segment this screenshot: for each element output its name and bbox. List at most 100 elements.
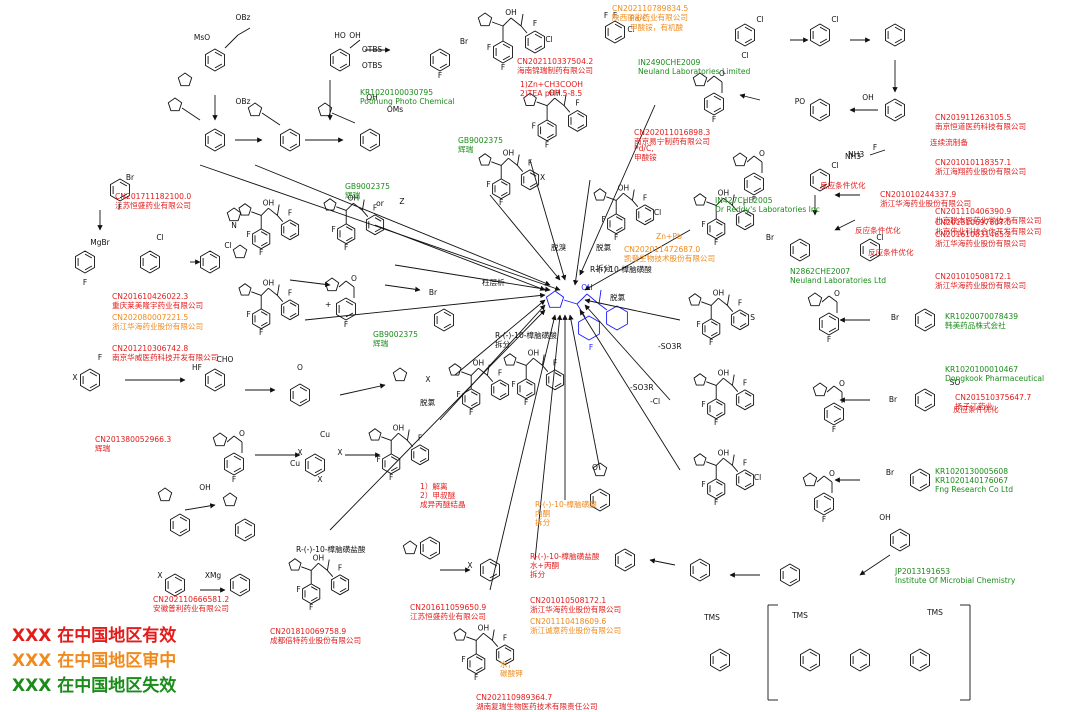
reaction-arrow xyxy=(579,309,681,471)
benzene-ring xyxy=(110,178,130,202)
bond xyxy=(406,429,410,441)
atom-label: F xyxy=(533,19,537,28)
triazole-ring xyxy=(238,203,252,216)
bond xyxy=(336,206,347,211)
bond xyxy=(541,354,545,366)
patent-p7-line: CN201911263105.5 xyxy=(935,113,1012,122)
bond xyxy=(233,435,243,443)
arrow-label-jiexi-line: 成异丙醚结晶 xyxy=(420,500,466,509)
benzene-ring xyxy=(790,238,810,262)
bond xyxy=(276,204,280,216)
atom-label: F xyxy=(98,353,102,362)
atom-label: OH xyxy=(862,93,874,102)
patent-p34-line: 湖南复瑞生物医药技术有限责任公司 xyxy=(476,702,598,711)
difluorophenyl-ring xyxy=(814,492,834,516)
arrow-label-camphor-salt: R-(-)-10-樟脑磺盐酸 xyxy=(296,545,366,554)
bond xyxy=(727,305,734,312)
reaction-arrow xyxy=(584,298,681,321)
atom-label: F xyxy=(712,115,716,124)
bond xyxy=(715,377,724,386)
benzene-ring xyxy=(800,648,820,672)
patent-p33-line: JP2013191653 xyxy=(895,567,951,576)
atom-label: O xyxy=(592,463,598,472)
arrow-label-camphor-red: R-(-)-10-樟脑磺盐酸水+丙酮拆分 xyxy=(530,552,600,579)
patent-p2-line: CN202110337504.2 xyxy=(517,57,594,66)
bond xyxy=(251,211,262,216)
legend-invalid: XXX 在中国地区失效 xyxy=(12,676,177,696)
bond xyxy=(821,295,830,303)
triazole-ring xyxy=(392,367,408,382)
atom-label: OH xyxy=(199,483,211,492)
atom-label: X xyxy=(425,375,430,384)
pyrimidine-ring xyxy=(545,369,565,391)
bond xyxy=(706,381,717,386)
difluorophenyl-ring xyxy=(707,478,726,500)
difluorophenyl-ring xyxy=(302,583,321,605)
atom-label: X xyxy=(72,373,77,382)
patent-p10-line: GB9002375 xyxy=(345,182,390,191)
atom-label: OBz xyxy=(236,13,251,22)
atom-label: OH xyxy=(505,8,517,17)
difluorophenyl-ring xyxy=(252,228,271,250)
pyrimidine-ring xyxy=(495,644,515,666)
benzene-ring xyxy=(735,23,755,47)
patent-p28-line: 安徽普利药业有限公司 xyxy=(153,604,229,613)
benzene-ring xyxy=(810,168,830,192)
difluorophenyl-ring xyxy=(517,378,536,400)
difluorophenyl-ring xyxy=(493,40,513,64)
atom-label: OH xyxy=(713,289,725,298)
bond xyxy=(869,149,886,156)
plus-sign-line: + xyxy=(325,300,332,309)
bond xyxy=(349,39,361,49)
atom-label: F xyxy=(743,198,747,207)
triazole-ring xyxy=(503,353,517,366)
atom-label: O xyxy=(351,274,357,283)
bond xyxy=(606,196,617,201)
patent-p17-line: N2862CHE2007 xyxy=(790,267,851,276)
bond xyxy=(491,629,495,641)
atom-label: F xyxy=(503,633,507,642)
reagent-cu: Cu xyxy=(290,459,300,468)
bond xyxy=(491,161,502,166)
atom-label: F xyxy=(373,203,377,212)
atom-label: CHO xyxy=(217,355,234,364)
arrow-label-zhuceng-line: 柱层析 xyxy=(482,278,505,287)
atom-label: TMS xyxy=(703,613,720,622)
benzene-ring xyxy=(810,98,830,122)
patent-p22-line: 辉瑞 xyxy=(373,339,389,348)
atom-label: F xyxy=(438,71,442,80)
triazole-ring xyxy=(317,102,333,117)
pyrimidine-ring xyxy=(280,219,300,241)
bond xyxy=(816,475,825,483)
pyrimidine-ring xyxy=(735,209,755,231)
arrow-label-camphor-orange-line: R-(-)-10-樟脑磺酸 xyxy=(535,500,597,509)
triazole-ring xyxy=(592,462,608,477)
atom-label: OTBS xyxy=(362,45,382,54)
reaction-arrow xyxy=(304,292,546,321)
bond xyxy=(345,280,355,288)
arrow-label-pdc-2-line: 甲酸铵 xyxy=(634,153,657,162)
difluorophenyl-ring xyxy=(467,653,486,675)
reaction-arrow xyxy=(329,309,546,531)
reaction-arrow xyxy=(584,304,671,401)
atom-label: X xyxy=(337,448,342,457)
benzene-ring xyxy=(80,368,100,392)
atom-label: F xyxy=(604,11,608,20)
bond xyxy=(706,201,717,206)
atom-label: F xyxy=(511,380,515,389)
atom-label: OH xyxy=(549,88,561,97)
atom-label: Br xyxy=(886,468,895,477)
patent-p4-line: KR1020100030795 xyxy=(360,88,434,97)
arrow-label-cl: -Cl xyxy=(650,397,660,406)
benzene-ring xyxy=(710,648,730,672)
arrow-label-fanying-3-line: 反应条件优化 xyxy=(868,248,914,257)
